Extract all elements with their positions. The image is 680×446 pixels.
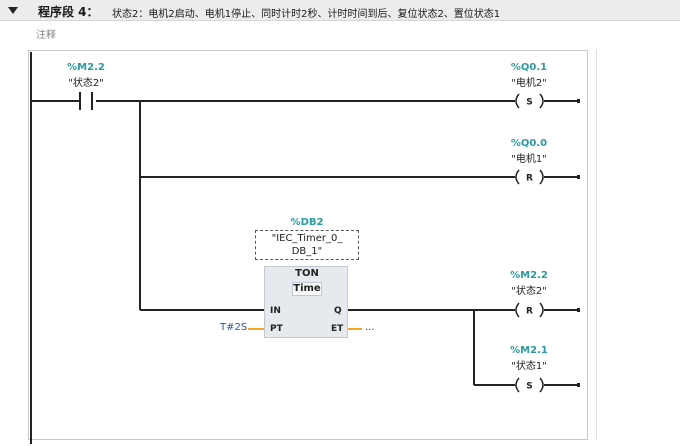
contact-address[interactable]: %M2.2 <box>67 62 105 73</box>
timer-db-box[interactable]: "IEC_Timer_0_ DB_1" <box>255 230 359 260</box>
coil4-op: S <box>526 382 532 392</box>
coil1-op: S <box>526 98 532 108</box>
coil2-tag[interactable]: "电机1" <box>511 154 547 165</box>
coil4-address[interactable]: %M2.1 <box>510 345 548 356</box>
coil4-tag[interactable]: "状态1" <box>511 361 547 372</box>
pin-et: ET <box>331 324 344 334</box>
coil1-address[interactable]: %Q0.1 <box>510 62 548 73</box>
timer-db-tag-2: DB_1" <box>291 246 323 257</box>
ton-block[interactable]: TON Time IN PT Q ET <box>264 266 348 338</box>
et-value[interactable]: ... <box>365 322 375 333</box>
ton-type: TON <box>295 268 319 279</box>
timer-db-tag-1: "IEC_Timer_0_ <box>271 233 343 244</box>
coil3-op: R <box>526 307 533 317</box>
timer-db-address[interactable]: %DB2 <box>290 217 324 228</box>
network-header: 程序段 4： 状态2：电机2启动、电机1停止、同时计时2秒、计时时间到后、复位状… <box>0 0 680 21</box>
coil1-tag[interactable]: "电机2" <box>511 78 547 89</box>
power-rail <box>30 52 32 444</box>
coil2-address[interactable]: %Q0.0 <box>510 138 548 149</box>
network-title: 程序段 4： <box>38 5 99 19</box>
ton-time-type[interactable]: Time <box>292 282 322 296</box>
pin-pt: PT <box>270 324 283 334</box>
coil3-tag[interactable]: "状态2" <box>511 286 547 297</box>
contact-tag[interactable]: "状态2" <box>68 78 104 89</box>
coil2-op: R <box>526 174 533 184</box>
pt-value[interactable]: T#2S <box>220 322 248 333</box>
pin-q: Q <box>334 306 342 316</box>
network-description[interactable]: 状态2：电机2启动、电机1停止、同时计时2秒、计时时间到后、复位状态2、置位状态… <box>112 9 501 20</box>
coil3-address[interactable]: %M2.2 <box>510 270 548 281</box>
pin-in: IN <box>270 306 281 316</box>
collapse-arrow-icon[interactable] <box>8 7 18 14</box>
comment-field[interactable]: 注释 <box>36 30 56 41</box>
panel-divider <box>596 50 597 440</box>
